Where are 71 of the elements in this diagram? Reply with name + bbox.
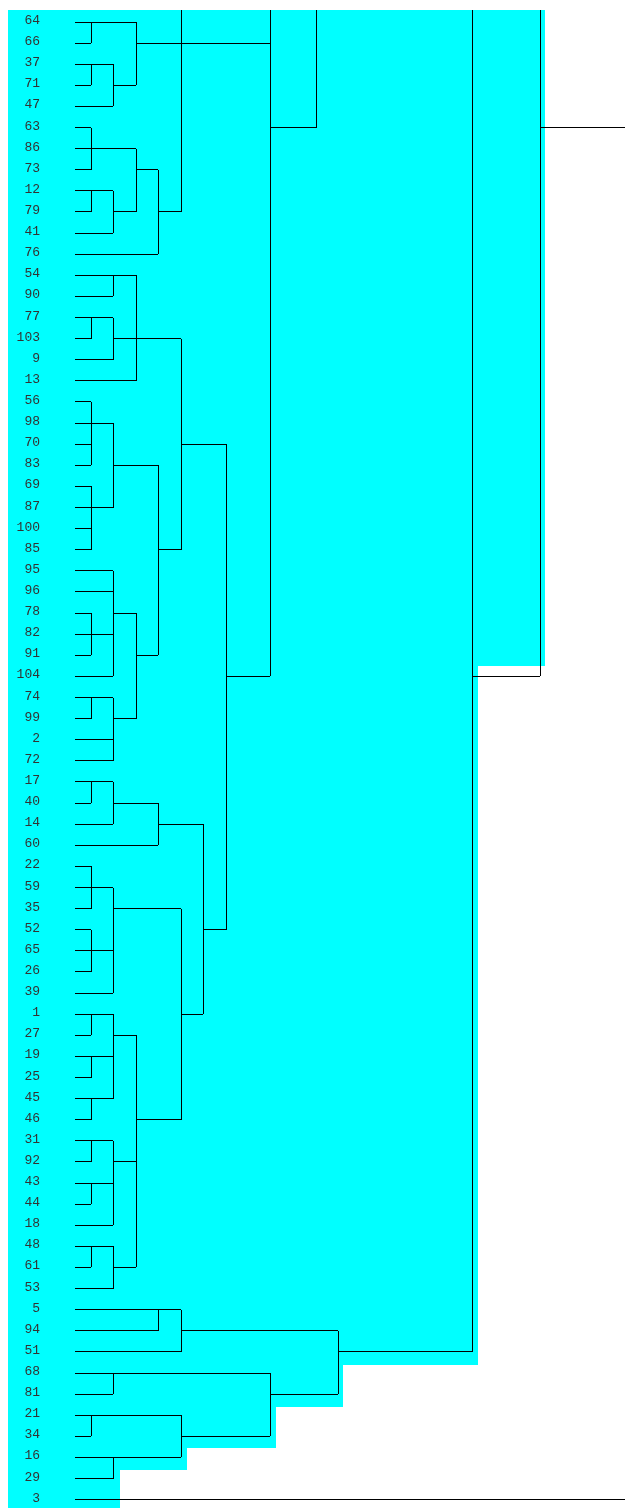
leaf-label: 37 (23, 55, 40, 72)
leaf-label: 18 (23, 1216, 40, 1233)
leaf-label: 70 (23, 435, 40, 452)
leaf-label: 90 (23, 287, 40, 304)
leaf-label: 86 (23, 139, 40, 156)
leaf-label: 85 (23, 540, 40, 557)
leaf-label: 14 (23, 815, 40, 832)
leaf-label: 1 (31, 1005, 40, 1022)
leaf-label: 13 (23, 371, 40, 388)
leaf-label: 3 (31, 1490, 40, 1507)
leaf-label: 16 (23, 1448, 40, 1465)
leaf-label: 44 (23, 1195, 40, 1212)
leaf-label: 72 (23, 751, 40, 768)
leaf-label: 47 (23, 97, 40, 114)
leaf-label: 51 (23, 1342, 40, 1359)
leaf-label: 9 (31, 350, 40, 367)
leaf-label: 77 (23, 308, 40, 325)
leaf-label: 68 (23, 1364, 40, 1381)
leaf-label: 19 (23, 1047, 40, 1064)
leaf-label: 40 (23, 794, 40, 811)
leaf-label: 94 (23, 1321, 40, 1338)
leaf-label: 65 (23, 941, 40, 958)
leaf-label: 66 (23, 34, 40, 51)
leaf-label: 100 (15, 519, 40, 536)
leaf-label: 76 (23, 245, 40, 262)
leaf-label: 83 (23, 456, 40, 473)
leaf-label: 69 (23, 477, 40, 494)
leaf-label: 92 (23, 1152, 40, 1169)
leaf-label: 43 (23, 1174, 40, 1191)
leaf-label: 95 (23, 561, 40, 578)
leaf-label: 48 (23, 1237, 40, 1254)
leaf-label: 53 (23, 1279, 40, 1296)
leaf-label: 21 (23, 1406, 40, 1423)
leaf-label: 81 (23, 1385, 40, 1402)
leaf-label: 22 (23, 857, 40, 874)
leaf-label: 99 (23, 709, 40, 726)
leaf-label: 104 (15, 667, 40, 684)
leaf-label: 73 (23, 160, 40, 177)
leaf-label: 31 (23, 1131, 40, 1148)
leaf-label: 45 (23, 1089, 40, 1106)
leaf-label: 59 (23, 878, 40, 895)
leaf-label: 82 (23, 625, 40, 642)
leaf-label: 54 (23, 266, 40, 283)
leaf-label: 2 (31, 730, 40, 747)
leaf-label: 103 (15, 329, 40, 346)
leaf-label: 78 (23, 604, 40, 621)
leaf-label: 41 (23, 224, 40, 241)
leaf-label: 27 (23, 1026, 40, 1043)
leaf-label: 87 (23, 498, 40, 515)
leaf-label: 25 (23, 1068, 40, 1085)
leaf-label: 56 (23, 392, 40, 409)
leaf-label: 26 (23, 962, 40, 979)
leaf-label: 52 (23, 920, 40, 937)
leaf-label: 79 (23, 203, 40, 219)
leaf-label: 61 (23, 1258, 40, 1275)
leaf-label: 64 (23, 13, 40, 29)
leaf-label: 39 (23, 984, 40, 1001)
leaf-label: 34 (23, 1427, 40, 1444)
leaf-label: 74 (23, 688, 40, 705)
leaf-label: 29 (23, 1469, 40, 1486)
leaf-label: 63 (23, 118, 40, 135)
leaf-label: 71 (23, 76, 40, 93)
leaf-label: 17 (23, 772, 40, 789)
leaf-label: 60 (23, 836, 40, 853)
leaf-label: 91 (23, 646, 40, 663)
leaf-label: 12 (23, 181, 40, 198)
leaf-label: 46 (23, 1110, 40, 1127)
leaf-label: 5 (31, 1300, 40, 1317)
leaf-label: 98 (23, 414, 40, 431)
leaf-label: 96 (23, 582, 40, 599)
leaf-label: 35 (23, 899, 40, 916)
